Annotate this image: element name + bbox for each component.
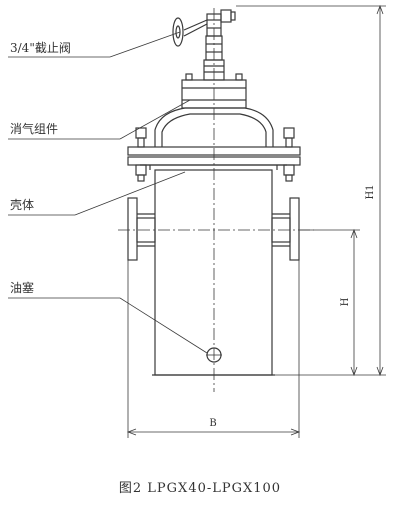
cover-dome — [154, 107, 274, 147]
dimension-h-label: H — [340, 297, 351, 306]
dimension-h1-label: H1 — [365, 184, 376, 199]
dimension-lines — [126, 4, 386, 438]
shell-label: 壳体 — [10, 198, 34, 212]
figure-caption: 图2 LPGX40-LPGX100 — [119, 481, 281, 496]
dimension-b-label: B — [209, 418, 216, 429]
right-nozzle — [271, 197, 300, 261]
silencer-label: 消气组件 — [10, 121, 58, 136]
shell-body — [154, 169, 273, 376]
filter-body-outline — [118, 8, 314, 392]
plug-label: 油塞 — [10, 280, 34, 295]
flange-bolts — [135, 127, 295, 182]
label-leaders — [8, 31, 208, 354]
body-flange — [127, 146, 301, 170]
left-nozzle — [127, 197, 156, 261]
valve-label: 3/4"截止阀 — [10, 41, 71, 55]
valve-assembly — [172, 9, 236, 81]
